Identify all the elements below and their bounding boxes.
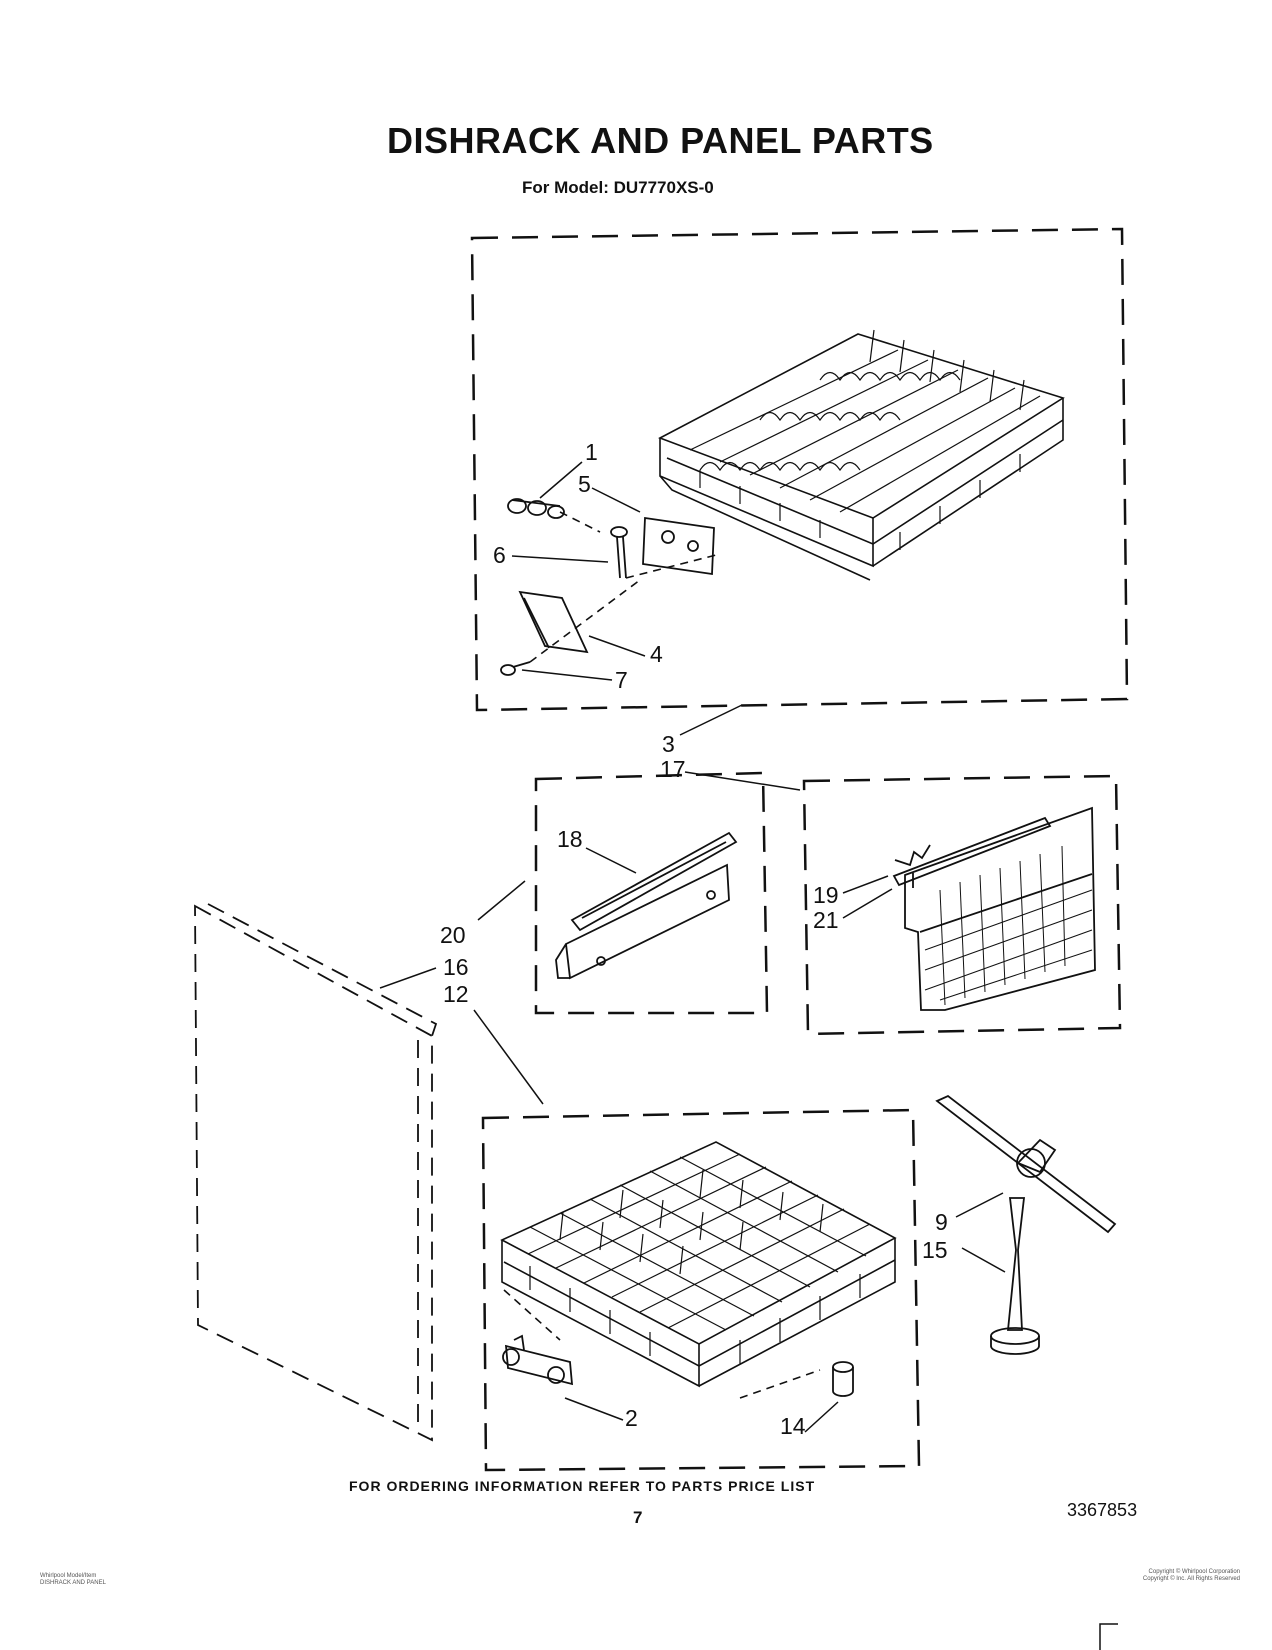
panel-kit-box-left <box>534 771 769 1015</box>
fine-print-left-line: Whirlpool Model/Item <box>40 1573 97 1579</box>
document-number: 3367853 <box>1067 1500 1138 1520</box>
lower-rack-hardware <box>502 1334 854 1397</box>
callout-5: 5 <box>578 471 591 497</box>
fine-print-right-line: Copyright © Inc. All Rights Reserved <box>1142 1576 1240 1582</box>
spray-arm-assembly <box>935 1094 1117 1355</box>
fine-print-right: Copyright © Whirlpool Corporation Copyri… <box>1030 1569 1240 1583</box>
callout-2: 2 <box>625 1405 638 1431</box>
door-panel <box>194 903 438 1442</box>
callout-9: 9 <box>935 1209 948 1235</box>
callout-15: 15 <box>922 1237 948 1263</box>
upper-rack-hardware <box>500 498 715 676</box>
panel-grille-kit <box>892 806 1096 1011</box>
ordering-note: FOR ORDERING INFORMATION REFER TO PARTS … <box>349 1478 816 1494</box>
corner-mark <box>1099 1623 1118 1650</box>
callout-4: 4 <box>650 641 663 667</box>
callout-3: 3 <box>662 731 675 757</box>
upper-dishrack <box>658 329 1065 581</box>
callout-12: 12 <box>443 981 469 1007</box>
lower-dishrack <box>500 1141 897 1388</box>
callout-18: 18 <box>557 826 583 852</box>
fine-print-left: Whirlpool Model/Item DISHRACK AND PANEL <box>40 1573 106 1587</box>
panel-kit-box-right <box>802 774 1122 1036</box>
page-number: 7 <box>633 1508 643 1527</box>
callout-19: 19 <box>813 882 839 908</box>
fine-print-left-line: DISHRACK AND PANEL <box>40 1580 106 1586</box>
callout-14: 14 <box>780 1413 806 1439</box>
model-subtitle: For Model: DU7770XS-0 <box>522 178 714 197</box>
callout-21: 21 <box>813 907 839 933</box>
callout-20: 20 <box>440 922 466 948</box>
callout-7: 7 <box>615 667 628 693</box>
panel-trim-kit <box>555 831 738 980</box>
fine-print-right-line: Copyright © Whirlpool Corporation <box>1148 1569 1240 1575</box>
page-title: DISHRACK AND PANEL PARTS <box>387 120 934 161</box>
callout-6: 6 <box>493 542 506 568</box>
lower-rack-assembly-box <box>481 1108 921 1472</box>
callout-16: 16 <box>443 954 469 980</box>
callout-1: 1 <box>585 439 598 465</box>
callout-17: 17 <box>660 756 686 782</box>
upper-rack-assembly-box <box>470 227 1129 712</box>
